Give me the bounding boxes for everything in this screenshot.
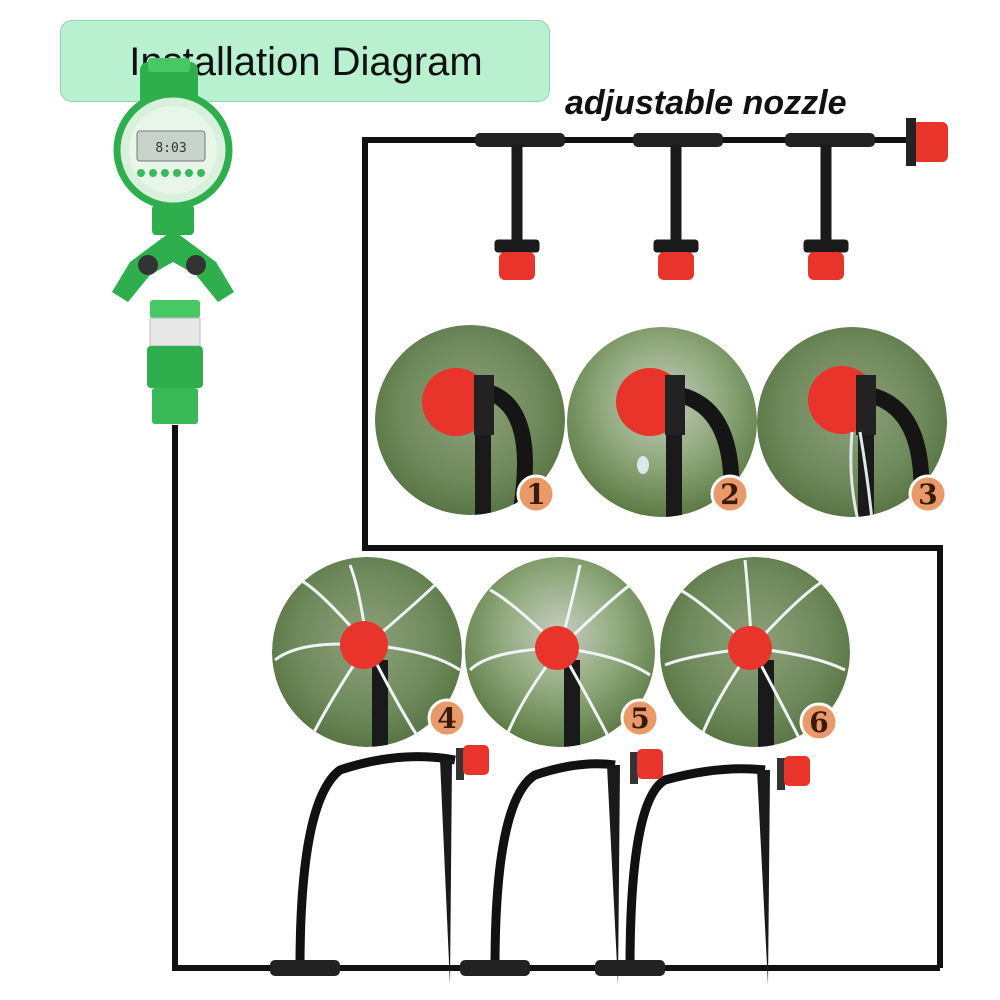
bottom-drip-stakes — [270, 745, 810, 985]
timer-display: 8:03 — [155, 141, 186, 156]
stage-number-1: 1 — [526, 478, 545, 511]
nozzle-photo-1 — [375, 325, 565, 515]
top-red-nozzles — [499, 122, 948, 280]
nozzle-photo-5 — [465, 557, 655, 747]
water-timer: 8:03 — [112, 58, 234, 302]
nozzle-photo-2 — [567, 327, 757, 517]
stage-number-5: 5 — [630, 702, 649, 735]
stage-badges — [427, 474, 948, 742]
nozzle-caption: adjustable nozzle — [565, 84, 847, 122]
stage-number-4: 4 — [437, 702, 456, 735]
stage-number-3: 3 — [918, 478, 937, 511]
nozzle-photo-6 — [660, 557, 850, 747]
top-tee-fittings — [475, 133, 875, 147]
stage-number-6: 6 — [809, 706, 828, 739]
stage-number-2: 2 — [720, 478, 739, 511]
top-stakes — [494, 144, 849, 253]
hose-connector — [147, 300, 203, 424]
